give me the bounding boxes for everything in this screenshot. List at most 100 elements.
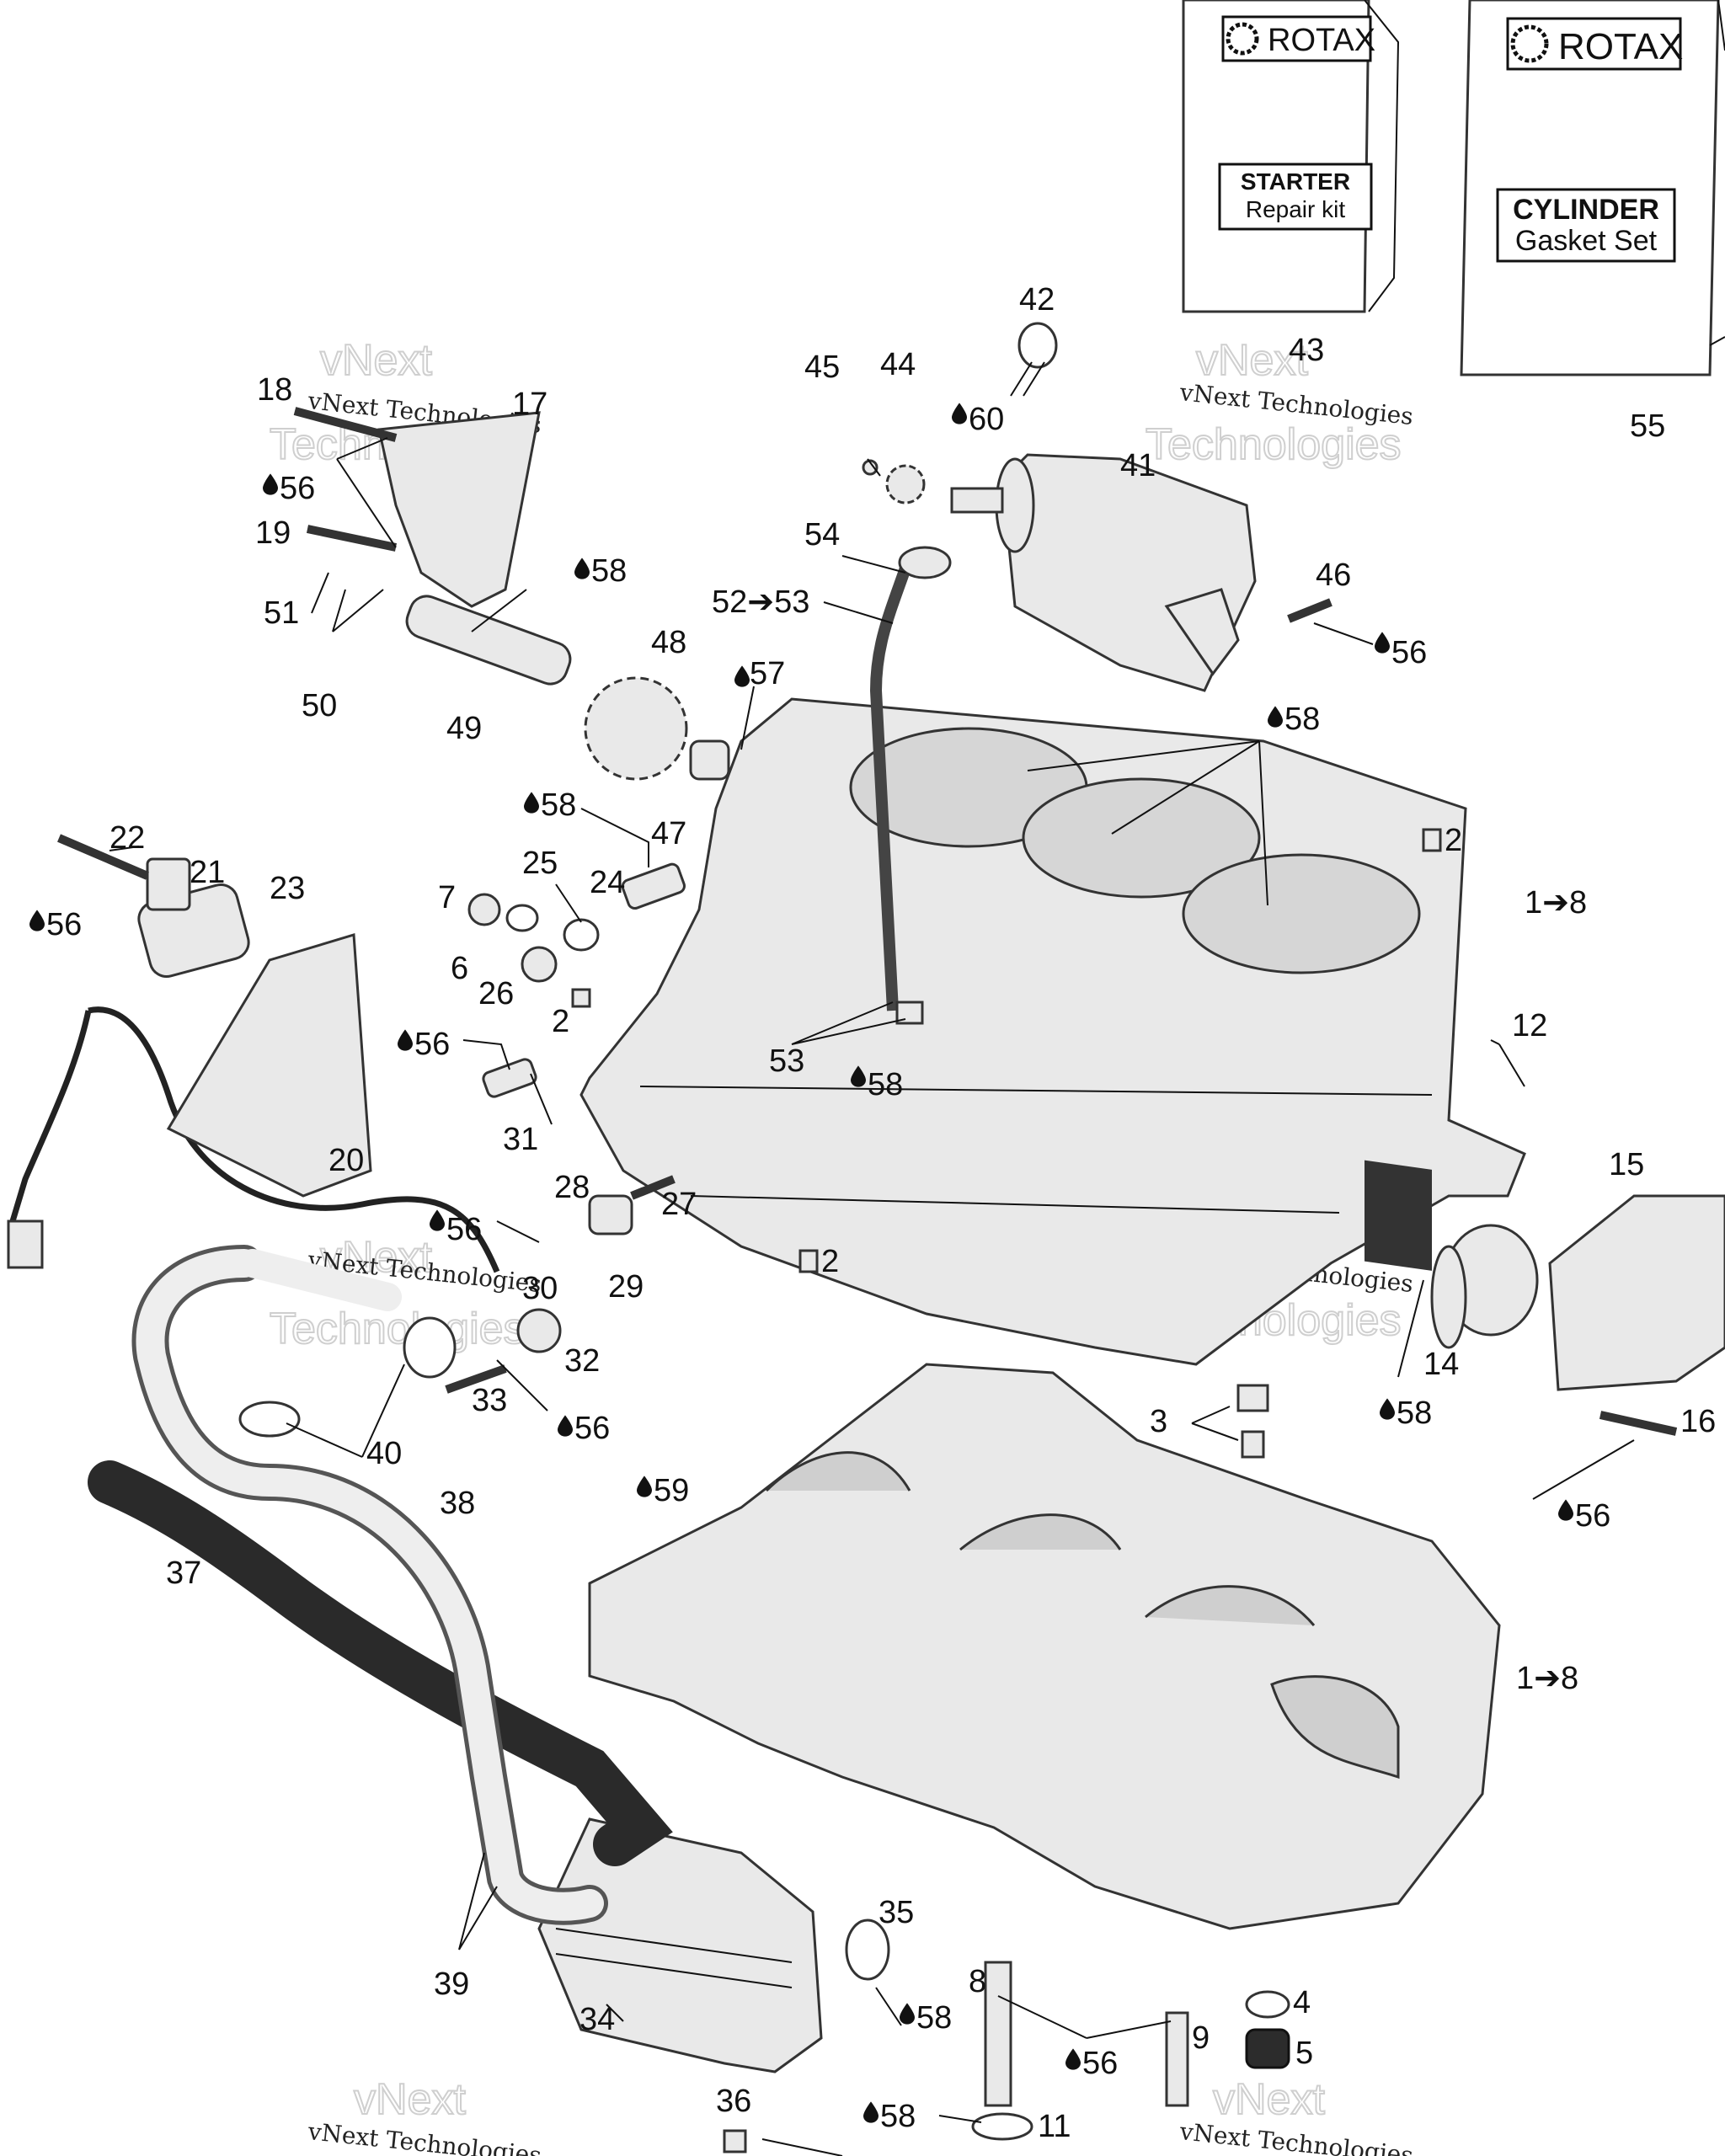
oil-drop-icon: [863, 2101, 879, 2123]
dipstick-cap: [898, 546, 952, 579]
callout: 41: [1120, 448, 1156, 483]
lubricant-callouts: 56 56 56 56 56 56 56 56 57 58 58 58 58 5…: [29, 402, 1610, 2134]
lower-crankcase: [588, 1363, 1501, 1930]
plug: [467, 893, 501, 926]
lube-callout: 56: [414, 1027, 450, 1062]
callout: 37: [166, 1556, 201, 1591]
callout: 52➔53: [712, 584, 809, 620]
callout: 1➔8: [1516, 1661, 1578, 1696]
bolt: [1599, 1411, 1678, 1436]
lube-callout: 56: [1082, 2046, 1118, 2081]
callout: 39: [434, 1967, 469, 2002]
starter-repair-kit: ROTAX STARTER Repair kit: [1182, 0, 1400, 313]
bolt: [57, 834, 149, 880]
callout: 15: [1609, 1147, 1644, 1182]
kit-title: STARTER: [1241, 168, 1350, 195]
callout: 7: [438, 880, 456, 915]
dowel: [798, 1249, 819, 1273]
engine-support-bracket-17: [377, 411, 541, 608]
oil-drop-icon: [952, 403, 967, 424]
lube-callout: 56: [1575, 1498, 1610, 1534]
lube-callout: 58: [868, 1067, 903, 1102]
gasket-ring: [563, 918, 600, 952]
upper-crankcase: [579, 697, 1526, 1366]
callout: 20: [328, 1143, 364, 1178]
callout: 28: [554, 1170, 590, 1205]
dowel: [571, 988, 591, 1008]
callout: 6: [451, 951, 468, 986]
bolt: [984, 1961, 1012, 2107]
callout: 5: [1295, 2036, 1313, 2071]
kit-subtitle: Repair kit: [1246, 196, 1345, 222]
starter-motor: [950, 453, 1257, 692]
callout: 17: [512, 387, 547, 422]
callout: 54: [804, 517, 840, 552]
callout: 50: [302, 688, 337, 723]
callout: 21: [190, 855, 225, 890]
balancer-shaft: [405, 595, 688, 781]
oil-drop-icon: [1375, 632, 1390, 654]
gear-logo-icon: [1510, 24, 1549, 63]
oil-hose-dark: [88, 1460, 673, 1866]
callout: 43: [1289, 333, 1324, 368]
bolt: [1287, 598, 1332, 623]
magneto-plug: [1430, 1224, 1539, 1349]
plug: [621, 862, 686, 910]
oil-drop-icon: [637, 1476, 652, 1497]
oil-drop-icon: [734, 665, 750, 687]
lube-callout: 58: [1397, 1396, 1432, 1431]
lube-callout: 59: [654, 1473, 689, 1508]
oil-drop-icon: [1558, 1499, 1573, 1521]
clamp: [403, 1316, 457, 1379]
callout: 55: [1630, 408, 1665, 444]
callout: 32: [564, 1343, 600, 1379]
callout: 38: [440, 1486, 475, 1521]
callout: 42: [1019, 282, 1055, 318]
kit-subtitle: Gasket Set: [1515, 225, 1658, 257]
lube-callout: 60: [969, 402, 1004, 437]
oil-drop-icon: [29, 910, 45, 931]
kit-brand: ROTAX: [1558, 26, 1683, 67]
callout: 24: [590, 865, 625, 900]
callout: 31: [503, 1122, 538, 1157]
lube-callout: 58: [541, 787, 576, 823]
drain-plug: [1245, 2028, 1290, 2069]
callout: 30: [522, 1271, 558, 1306]
engine-support-bracket-15: [1548, 1194, 1725, 1391]
callout: 2: [1445, 823, 1462, 858]
dowel: [1422, 828, 1442, 852]
oil-tube: [131, 1245, 608, 1925]
callout: 26: [478, 976, 514, 1011]
bolt: [1165, 2011, 1189, 2107]
oil-drop-icon: [900, 2003, 915, 2025]
kit-title: CYLINDER: [1513, 194, 1659, 226]
callout: 3: [1150, 1404, 1167, 1439]
clamp: [238, 1401, 301, 1438]
oil-drop-icon: [524, 792, 539, 814]
callout: 14: [1423, 1347, 1459, 1382]
callout: 33: [472, 1383, 507, 1418]
callout: 35: [879, 1895, 914, 1930]
bolt: [306, 525, 398, 552]
lube-callout: 56: [46, 907, 82, 942]
callout: 23: [270, 871, 305, 906]
watermark-big: Technologies: [270, 1305, 526, 1353]
callout: 9: [1192, 2020, 1210, 2056]
lube-callout: 56: [574, 1411, 610, 1446]
engine-support-bracket-20: [166, 933, 372, 1198]
bolt: [445, 1364, 507, 1394]
watermark-big: vNext: [354, 2075, 466, 2124]
plug: [521, 946, 558, 983]
lube-callout: 56: [1391, 635, 1427, 670]
callout: 19: [255, 515, 291, 551]
callout: 1➔8: [1525, 885, 1587, 921]
o-ring: [845, 1919, 890, 1981]
callout: 11: [1038, 2109, 1071, 2144]
bushing: [689, 739, 730, 781]
bracket: [146, 857, 191, 911]
watermark-big: vNext: [320, 336, 432, 385]
callout-labels: 1➔8 1➔8 2 2 2 3 4 5 6 7 8 9 11 12 14 15 …: [109, 282, 1716, 2144]
oil-drop-icon: [558, 1415, 573, 1437]
sensor: [1236, 1384, 1269, 1412]
